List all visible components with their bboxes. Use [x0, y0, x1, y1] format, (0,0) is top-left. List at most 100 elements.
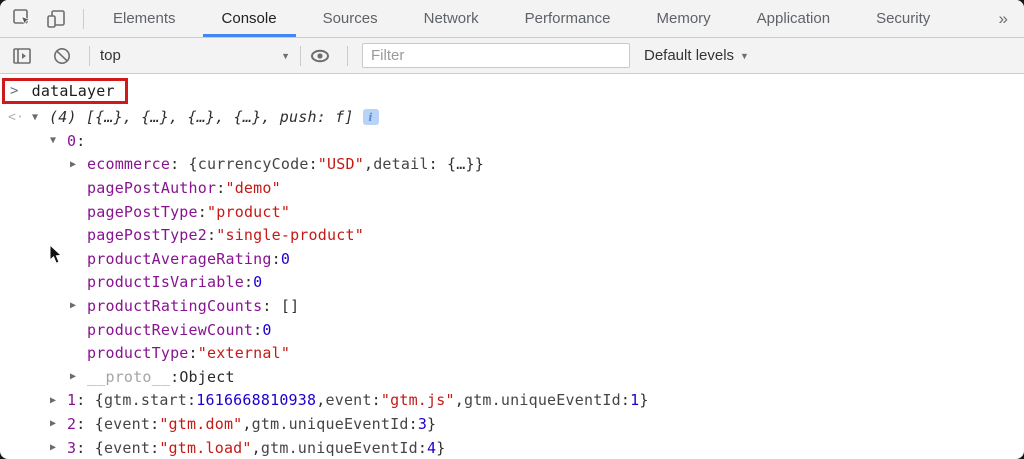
token-plain: } [427, 414, 437, 433]
tree-row: productIsVariable: 0 [0, 271, 1024, 295]
token-plain: : [308, 155, 318, 174]
tree-row: ▼ 0: [0, 129, 1024, 153]
token-plain: : {…}} [428, 155, 484, 174]
token-pkey: gtm.start [103, 391, 188, 410]
tree-row: ▶3: {event: "gtm.load", gtm.uniqueEventI… [0, 436, 1024, 459]
token-plain: , [454, 391, 464, 410]
tab-security[interactable]: Security [876, 10, 931, 27]
log-levels-dropdown[interactable]: Default levels ▼ [644, 47, 749, 64]
tab-memory[interactable]: Memory [656, 10, 711, 27]
disclosure-triangle-collapsed-icon[interactable]: ▶ [50, 442, 57, 454]
object-tree: ▼0:▶ecommerce: {currencyCode: "USD", det… [0, 129, 1024, 459]
device-toolbar-icon[interactable] [43, 6, 69, 32]
disclosure-triangle-collapsed-icon[interactable]: ▶ [70, 300, 77, 312]
console-prompt-icon: > [10, 82, 19, 99]
token-str: "single-product" [216, 226, 364, 245]
disclosure-triangle-expanded-icon[interactable]: ▼ [32, 111, 39, 123]
levels-label: Default levels [644, 47, 735, 64]
chevron-down-icon: ▼ [281, 50, 290, 61]
array-preview-text[interactable]: (4) [{…}, {…}, {…}, {…}, push: f] [49, 108, 354, 126]
token-key: productReviewCount [87, 320, 254, 339]
tree-row: productAverageRating: 0 [0, 247, 1024, 271]
token-plain: : [150, 414, 160, 433]
tree-row: pagePostAuthor: "demo" [0, 176, 1024, 200]
token-plain: : [150, 438, 160, 457]
token-key: productType [87, 344, 189, 363]
token-key: 1 [67, 391, 77, 410]
token-plain: : [417, 438, 428, 457]
disclosure-triangle-expanded-icon[interactable]: ▼ [50, 135, 57, 147]
token-str: "demo" [225, 178, 281, 197]
token-plain: } [436, 438, 446, 457]
disclosure-triangle-collapsed-icon[interactable]: ▶ [70, 371, 77, 383]
tree-row: ▶2: {event: "gtm.dom", gtm.uniqueEventId… [0, 412, 1024, 436]
tab-network[interactable]: Network [423, 10, 479, 27]
token-str: "gtm.dom" [159, 414, 243, 433]
annotation-red-box: > dataLayer [2, 77, 128, 104]
tree-row: ▶1: {gtm.start: 1616668810938, event: "g… [0, 389, 1024, 413]
console-command-text: dataLayer [31, 81, 115, 100]
tab-elements[interactable]: Elements [113, 10, 176, 27]
token-num: 0 [262, 320, 272, 339]
panel-tabs: Elements Console Sources Network Performance… [90, 0, 953, 37]
token-plain: : [197, 202, 208, 221]
live-expression-eye-icon[interactable] [307, 43, 333, 69]
disclosure-triangle-collapsed-icon[interactable]: ▶ [50, 418, 57, 430]
token-pkey: gtm.uniqueEventId [251, 414, 409, 433]
tab-performance[interactable]: Performance [524, 10, 611, 27]
console-result-row: <· ▼ (4) [{…}, {…}, {…}, {…}, push: f] i [0, 105, 1024, 129]
token-plain: : [188, 344, 198, 363]
filter-input[interactable] [362, 43, 630, 68]
token-pkey: gtm.uniqueEventId [260, 438, 418, 457]
token-key: productIsVariable [87, 273, 244, 292]
console-toolbar: top ▼ Default levels ▼ [0, 38, 1024, 74]
token-plain: : [271, 249, 281, 268]
toolbar-divider [300, 45, 301, 66]
more-tabs-icon[interactable]: » [998, 8, 1008, 28]
token-key: productRatingCounts [87, 296, 263, 315]
token-plain: : [253, 320, 263, 339]
tree-row: ▶ __proto__: Object [0, 365, 1024, 389]
token-pkey: currencyCode [197, 155, 309, 174]
javascript-context-dropdown[interactable]: top ▼ [96, 47, 294, 64]
token-plain: : { [76, 391, 104, 410]
chevron-down-icon: ▼ [740, 50, 749, 61]
devtools-tab-bar: Elements Console Sources Network Performance… [0, 0, 1024, 38]
tree-row: productReviewCount: 0 [0, 318, 1024, 342]
disclosure-triangle-collapsed-icon[interactable]: ▶ [50, 394, 57, 406]
token-pkey: detail [373, 155, 429, 174]
console-sidebar-icon[interactable] [9, 43, 35, 69]
token-plain: : [371, 391, 381, 410]
tab-sources[interactable]: Sources [322, 10, 378, 27]
token-plain: : [76, 131, 86, 150]
token-plain: : [] [262, 296, 300, 315]
disclosure-triangle-collapsed-icon[interactable]: ▶ [70, 158, 77, 170]
inspect-element-icon[interactable] [9, 6, 35, 32]
token-obj: Object [179, 367, 235, 386]
token-str: "product" [207, 202, 291, 221]
token-plain: : [408, 414, 418, 433]
token-num: 3 [417, 414, 428, 433]
token-key: 0 [67, 131, 77, 150]
console-command-row[interactable]: > dataLayer [0, 76, 1024, 105]
token-key: pagePostAuthor [87, 178, 217, 197]
token-plain: , [363, 155, 374, 174]
token-plain: : [170, 367, 180, 386]
token-proto: __proto__ [87, 367, 171, 386]
clear-console-icon[interactable] [49, 43, 75, 69]
token-key: pagePostType2 [87, 226, 207, 245]
token-str: "gtm.js" [380, 391, 455, 410]
token-plain: : { [76, 414, 104, 433]
token-plain: : [187, 391, 197, 410]
token-str: "gtm.load" [159, 438, 252, 457]
tab-bar-divider [83, 8, 84, 29]
token-key: 2 [67, 414, 77, 433]
evaluated-info-badge[interactable]: i [362, 109, 379, 125]
token-num: 1616668810938 [196, 391, 317, 410]
token-plain: , [251, 438, 261, 457]
tab-console[interactable]: Console [199, 0, 300, 37]
tab-application[interactable]: Application [756, 10, 831, 27]
token-plain: , [316, 391, 326, 410]
token-str: "external" [197, 344, 291, 363]
